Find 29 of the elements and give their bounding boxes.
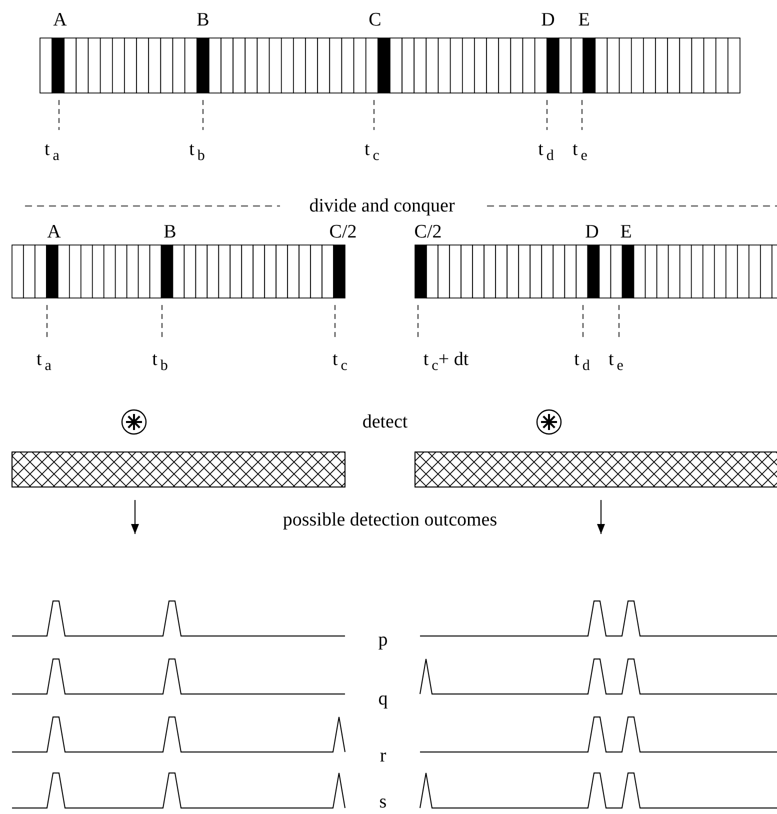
callout-letter: D xyxy=(541,10,555,30)
callout-letter: B xyxy=(196,10,210,30)
step-label: possible detection outcomes xyxy=(282,510,498,530)
outcome-label: s xyxy=(379,792,387,812)
time-label: t$_{a}$ xyxy=(44,140,60,164)
time-label: t$_{c}$ xyxy=(332,350,348,374)
step-label: detect xyxy=(362,412,408,432)
outcome-label: q xyxy=(378,690,388,708)
divider-label: divide and conquer xyxy=(309,196,455,216)
callout-letter: C/2 xyxy=(329,222,357,242)
callout-letter: C xyxy=(368,10,382,30)
callout-letter: A xyxy=(53,10,67,30)
time-label: t$_{d}$ xyxy=(574,350,590,374)
outcome-label: p xyxy=(378,630,388,650)
time-label: t$_{a}$ xyxy=(36,350,52,374)
time-label: t$_{c}$+ dt xyxy=(423,350,469,374)
callout-letter: E xyxy=(620,222,632,242)
time-label: t$_{b}$ xyxy=(152,350,168,374)
callout-letter: E xyxy=(578,10,590,30)
outcome-label: r xyxy=(380,746,386,766)
callout-letter: D xyxy=(585,222,599,242)
callout-letter: B xyxy=(164,222,176,242)
time-label: t$_{b}$ xyxy=(189,140,205,164)
callout-letter: C/2 xyxy=(414,222,442,242)
time-label: t$_{e}$ xyxy=(608,350,624,374)
time-label: t$_{c}$ xyxy=(364,140,380,164)
time-label: t$_{e}$ xyxy=(572,140,588,164)
callout-letter: A xyxy=(47,222,61,242)
time-label: t$_{d}$ xyxy=(538,140,554,164)
